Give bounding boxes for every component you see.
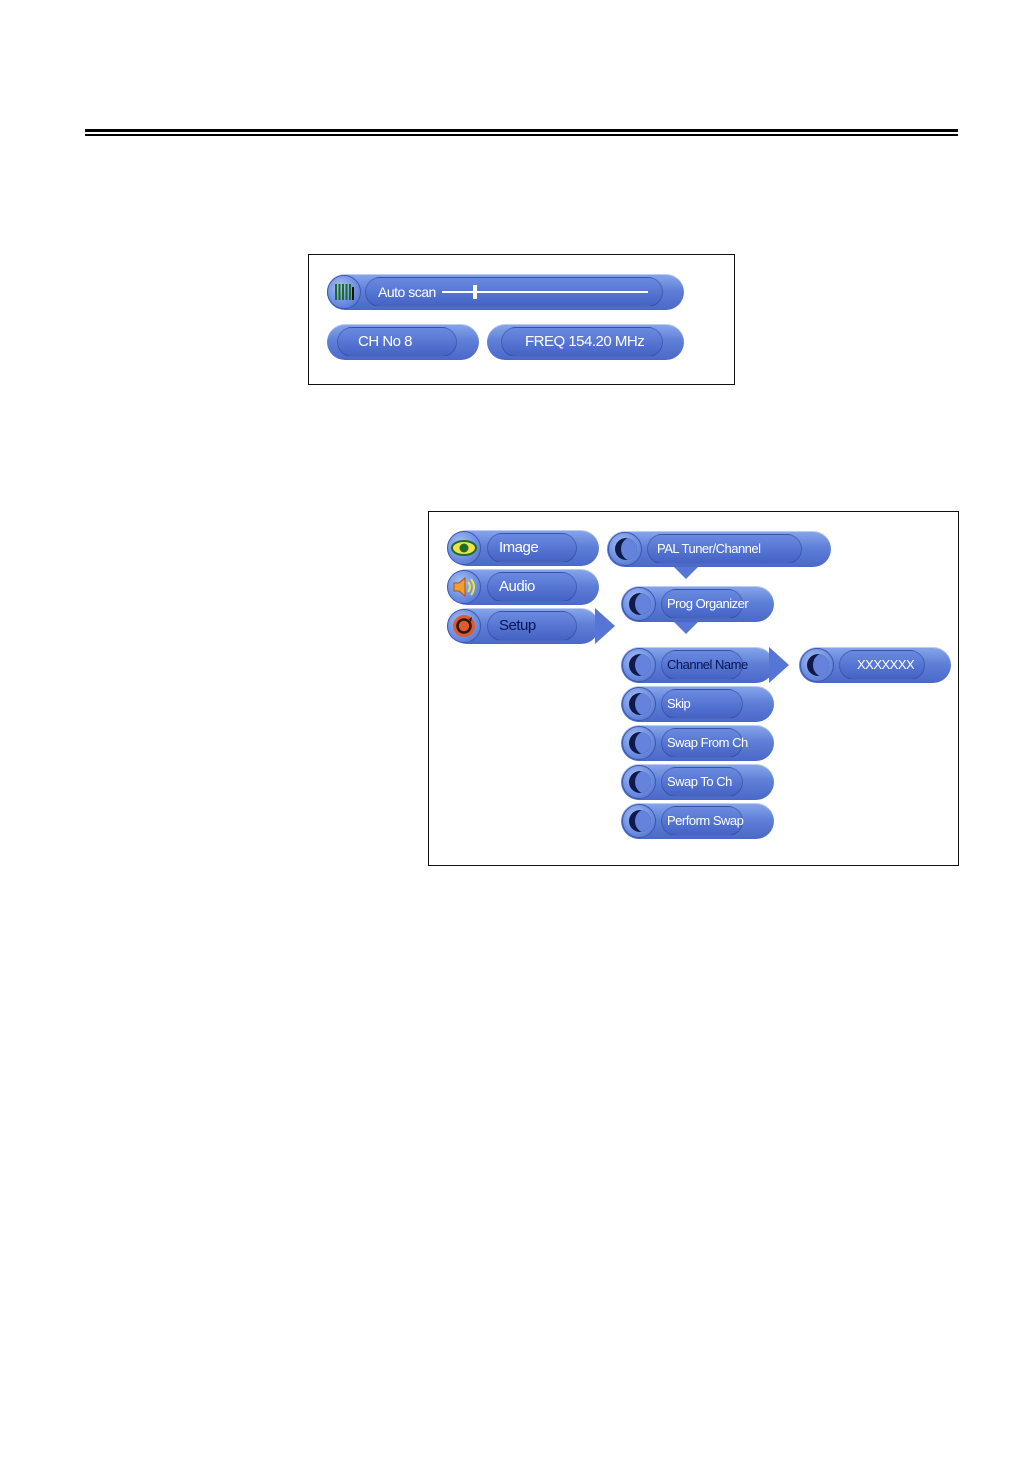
swap-to-moon-icon (622, 765, 656, 799)
scan-icon (327, 275, 361, 309)
prog-organizer-moon-icon (622, 587, 656, 621)
submenu-prog-organizer-label: Prog Organizer (667, 586, 748, 622)
auto-scan-label: Auto scan (378, 274, 436, 310)
auto-scan-panel: Auto scan CH No 8 FREQ 154.20 MHz (308, 254, 735, 385)
auto-scan-bar: Auto scan (327, 274, 684, 310)
speaker-icon (447, 570, 481, 604)
menu-item-audio-label: Audio (499, 569, 535, 605)
option-skip-label: Skip (667, 686, 690, 722)
option-swap-from-ch-label: Swap From Ch (667, 725, 748, 761)
submenu-pal-tuner-label: PAL Tuner/Channel (657, 531, 761, 567)
swap-from-moon-icon (622, 726, 656, 760)
channel-name-value-text: XXXXXXX (857, 647, 914, 683)
header-rule-top (85, 129, 958, 132)
pal-tuner-moon-icon (608, 532, 642, 566)
pal-tuner-down-arrow (674, 567, 698, 579)
channel-name-moon-icon (622, 648, 656, 682)
header-rule-bottom (85, 134, 958, 136)
eye-icon (447, 531, 481, 565)
prog-organizer-down-arrow (674, 622, 698, 634)
skip-moon-icon (622, 687, 656, 721)
option-channel-name-label: Channel Name (667, 647, 748, 683)
channel-name-value-moon-icon (800, 648, 834, 682)
setup-menu-panel: Image Audio Setup PAL Tuner/Channel (428, 511, 959, 866)
channel-number-display: CH No 8 (327, 324, 479, 360)
setup-expand-arrow (595, 608, 615, 644)
channel-name-expand-arrow (769, 647, 789, 683)
progress-thumb[interactable] (473, 285, 477, 299)
option-swap-to-ch-label: Swap To Ch (667, 764, 732, 800)
menu-item-setup-label: Setup (499, 608, 536, 644)
perform-swap-moon-icon (622, 804, 656, 838)
channel-number-text: CH No 8 (358, 324, 412, 360)
frequency-text: FREQ 154.20 MHz (525, 324, 644, 360)
option-perform-swap-label: Perform Swap (667, 803, 743, 839)
menu-item-image-label: Image (499, 530, 538, 566)
setup-icon (447, 609, 481, 643)
frequency-display: FREQ 154.20 MHz (487, 324, 684, 360)
